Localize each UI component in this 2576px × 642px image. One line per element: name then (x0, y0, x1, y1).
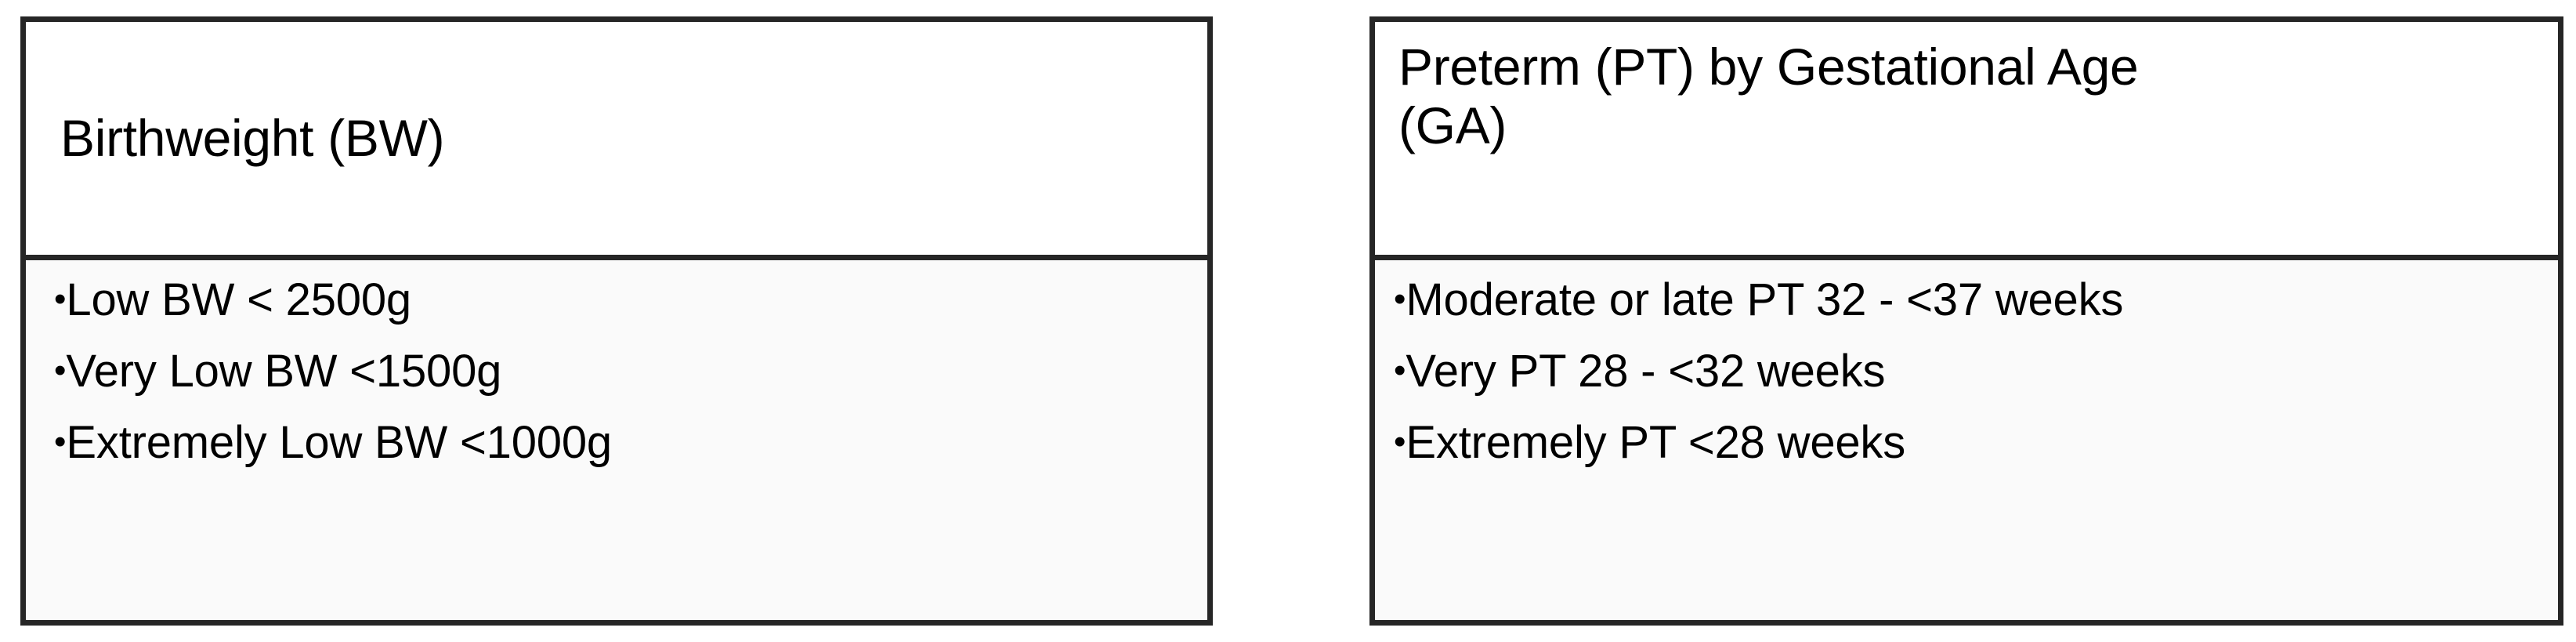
list-item-label: Extremely Low BW <1000g (66, 417, 612, 468)
preterm-bullet-list: • Moderate or late PT 32 - <37 weeks • V… (1394, 277, 2558, 466)
birthweight-bullet-list: • Low BW < 2500g • Very Low BW <1500g • … (54, 277, 1207, 466)
birthweight-box-title: Birthweight (BW) (60, 109, 445, 168)
list-item-label: Low BW < 2500g (66, 274, 411, 325)
bullet-icon: • (54, 423, 67, 461)
list-item: • Moderate or late PT 32 - <37 weeks (1394, 277, 2558, 323)
preterm-box-body: • Moderate or late PT 32 - <37 weeks • V… (1375, 260, 2558, 620)
bullet-icon: • (54, 280, 67, 318)
list-item: • Low BW < 2500g (54, 277, 1207, 323)
birthweight-box-header: Birthweight (BW) (26, 22, 1207, 260)
birthweight-box-body: • Low BW < 2500g • Very Low BW <1500g • … (26, 260, 1207, 620)
birthweight-box: Birthweight (BW) • Low BW < 2500g • Very… (20, 16, 1213, 626)
preterm-box: Preterm (PT) by Gestational Age (GA) • M… (1369, 16, 2563, 626)
list-item-label: Very Low BW <1500g (66, 346, 502, 397)
list-item-label: Moderate or late PT 32 - <37 weeks (1406, 274, 2124, 325)
preterm-box-title: Preterm (PT) by Gestational Age (GA) (1398, 38, 2139, 154)
list-item: • Extremely Low BW <1000g (54, 420, 1207, 466)
bullet-icon: • (1394, 280, 1406, 318)
bullet-icon: • (1394, 423, 1406, 461)
list-item: • Very Low BW <1500g (54, 349, 1207, 394)
list-item-label: Extremely PT <28 weeks (1406, 417, 1906, 468)
bullet-icon: • (54, 351, 67, 390)
bullet-icon: • (1394, 351, 1406, 390)
list-item: • Extremely PT <28 weeks (1394, 420, 2558, 466)
preterm-box-header: Preterm (PT) by Gestational Age (GA) (1375, 22, 2558, 260)
list-item: • Very PT 28 - <32 weeks (1394, 349, 2558, 394)
list-item-label: Very PT 28 - <32 weeks (1406, 346, 1886, 397)
